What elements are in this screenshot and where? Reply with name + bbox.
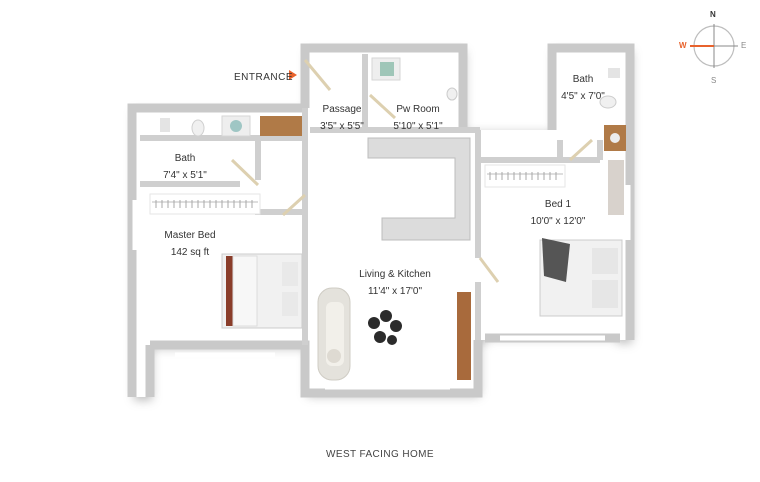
interior-walls <box>140 54 603 345</box>
wardrobe-master <box>149 193 261 215</box>
footer-title: WEST FACING HOME <box>326 449 434 460</box>
bed-1 <box>539 238 623 317</box>
compass-icon <box>690 24 738 68</box>
room-pw-room-name: Pw Room <box>396 104 440 115</box>
wardrobe-bed1 <box>484 164 566 188</box>
room-bed-1: Bed 1 10'0" x 12'0" <box>530 198 586 228</box>
entrance-label: ENTRANCE <box>234 72 294 83</box>
compass-east: E <box>741 41 747 50</box>
coffee-table <box>368 310 402 345</box>
master-bed <box>221 253 303 329</box>
room-living-kitchen-size: 11'4" x 17'0" <box>367 286 423 297</box>
room-bath-left: Bath 7'4" x 5'1" <box>160 152 210 182</box>
compass-west: W <box>679 41 687 50</box>
bath-left-fixtures <box>160 115 302 137</box>
room-bath-right-size: 4'5" x 7'0" <box>561 91 605 102</box>
room-bath-right-name: Bath <box>572 74 594 85</box>
bed1-side-panel <box>608 160 624 215</box>
room-pw-room: Pw Room 5'10" x 5'1" <box>388 103 448 133</box>
room-bath-right: Bath 4'5" x 7'0" <box>560 73 606 103</box>
room-living-kitchen-name: Living & Kitchen <box>359 269 431 280</box>
kitchen-counter <box>367 137 471 241</box>
pw-room-fixtures <box>371 57 458 101</box>
windows <box>132 185 631 390</box>
entrance-door <box>303 59 332 91</box>
sofa <box>317 287 351 381</box>
bath-right-door <box>568 138 594 162</box>
room-living-kitchen: Living & Kitchen 11'4" x 17'0" <box>355 268 435 298</box>
room-passage: Passage 3'5" x 5'5" <box>318 103 366 133</box>
room-bed-1-size: 10'0" x 12'0" <box>530 216 586 227</box>
room-bed-1-name: Bed 1 <box>544 199 572 210</box>
entrance-arrow-icon <box>289 70 297 80</box>
bath-left-door <box>230 158 260 187</box>
room-bath-left-size: 7'4" x 5'1" <box>163 170 207 181</box>
tv-unit <box>457 292 471 380</box>
bed1-door <box>478 257 500 283</box>
room-bath-left-name: Bath <box>174 153 196 164</box>
room-master-bed: Master Bed 142 sq ft <box>155 229 225 259</box>
bath-right-fixtures <box>599 68 626 151</box>
room-passage-name: Passage <box>322 104 362 115</box>
room-pw-room-size: 5'10" x 5'1" <box>393 121 443 132</box>
room-master-bed-size: 142 sq ft <box>170 247 210 258</box>
pw-room-door <box>368 93 397 120</box>
compass-north: N <box>710 10 716 19</box>
room-passage-size: 3'5" x 5'5" <box>320 121 364 132</box>
master-bed-door <box>281 193 307 217</box>
compass-south: S <box>711 76 717 85</box>
room-master-bed-name: Master Bed <box>164 230 216 241</box>
doors <box>230 59 594 283</box>
